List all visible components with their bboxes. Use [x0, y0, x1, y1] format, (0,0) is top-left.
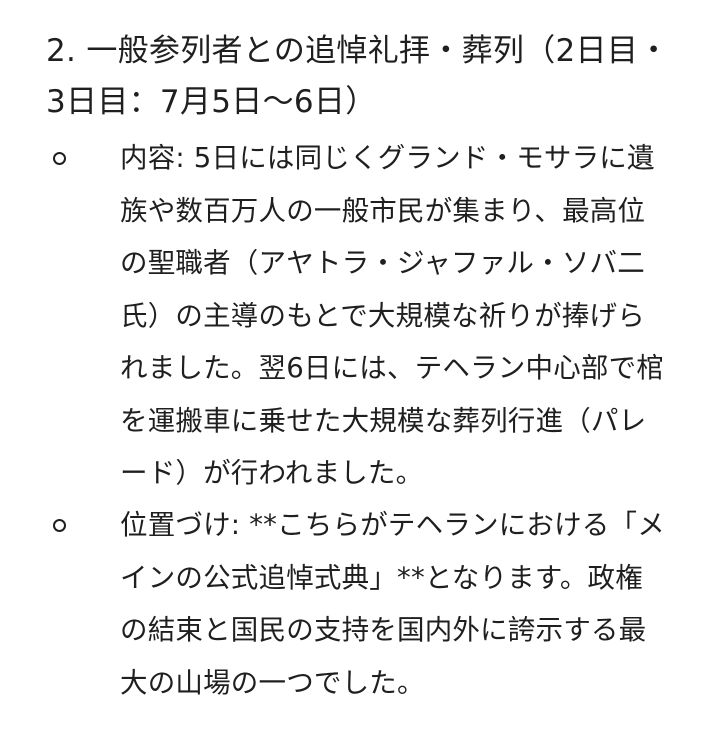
hollow-circle-bullet-icon [53, 519, 66, 532]
list-item-text: 位置づけ: **こちらがテヘランにおける「メインの公式追悼式典」**となります。… [120, 509, 665, 699]
hollow-circle-bullet-icon [53, 152, 66, 165]
list-item-text: 内容: 5日には同じくグランド・モサラに遺族や数百万人の一般市民が集まり、最高位… [120, 142, 664, 489]
section-heading: 2. 一般参列者との追悼礼拝・葬列（2日目・3日目：7月5日〜6日） [46, 33, 670, 120]
